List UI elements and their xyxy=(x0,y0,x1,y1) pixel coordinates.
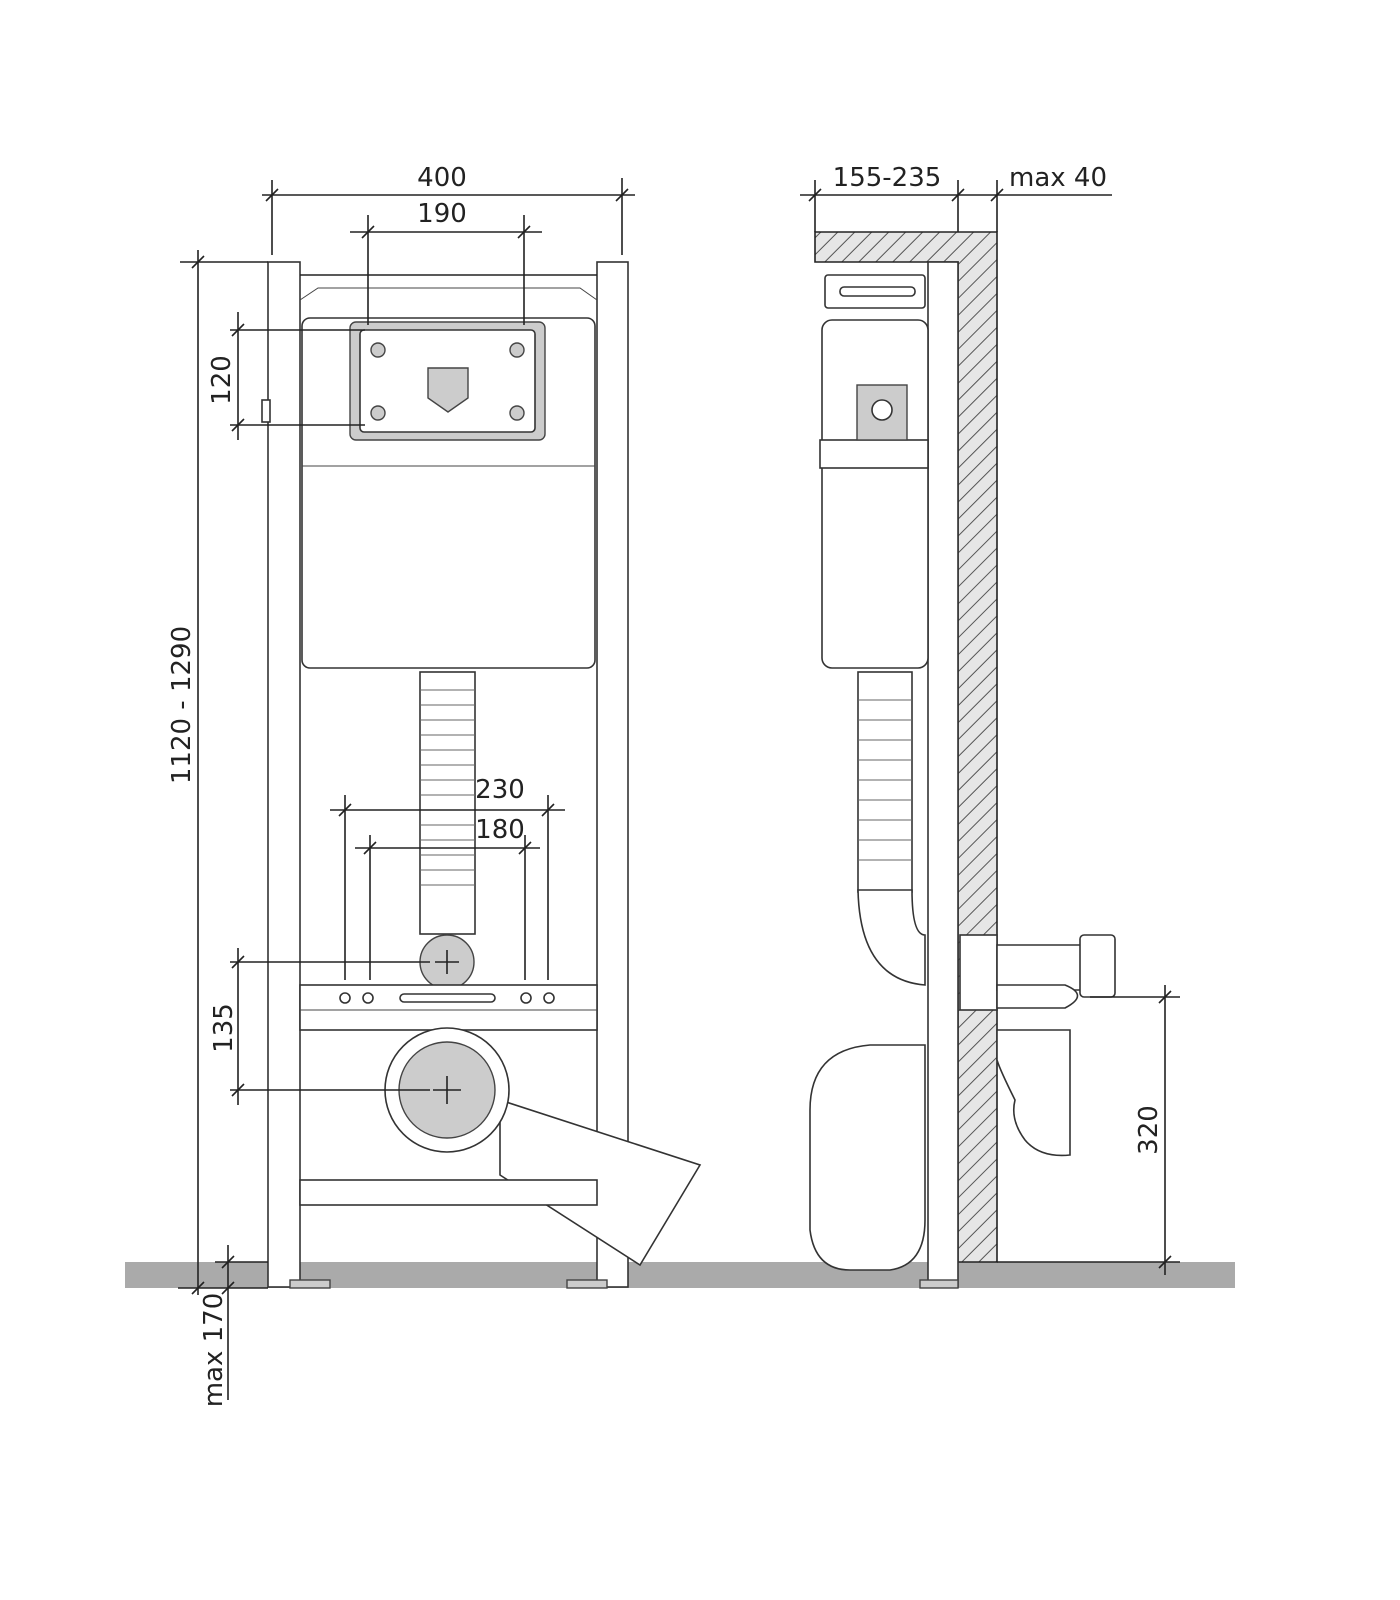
dim-wall-finish: max 40 xyxy=(1009,163,1107,193)
dim-flush-plate-height: 120 xyxy=(207,355,237,405)
side-drain-elbow xyxy=(809,1044,926,1271)
flush-pipe xyxy=(419,671,476,935)
frame-left-post xyxy=(267,261,301,1288)
dim-leg-extension: max 170 xyxy=(199,1293,229,1408)
front-view xyxy=(261,261,702,1289)
wc-bowl-outline xyxy=(996,1029,1071,1157)
dim-inlet-to-outlet: 135 xyxy=(209,1003,239,1053)
dim-width-total: 400 xyxy=(417,163,467,193)
side-view xyxy=(809,231,1116,1289)
dimension-labels: 400 190 120 1120 - 1290 230 180 135 max … xyxy=(167,163,1164,1407)
water-inlet-pipe xyxy=(996,944,1086,991)
frame-right-post xyxy=(596,261,629,1288)
side-cistern xyxy=(821,319,929,669)
dim-bolt-spacing-outer: 230 xyxy=(475,775,525,805)
dim-flush-plate-width: 190 xyxy=(417,199,467,229)
dim-bolt-spacing-inner: 180 xyxy=(475,815,525,845)
dim-outlet-height: 320 xyxy=(1134,1105,1164,1155)
dim-total-height: 1120 - 1290 xyxy=(167,626,197,784)
mounting-crossbar xyxy=(299,984,598,1031)
dimension-lines xyxy=(178,178,1180,1400)
side-frame-rail xyxy=(927,261,959,1288)
dim-depth: 155-235 xyxy=(833,163,942,193)
